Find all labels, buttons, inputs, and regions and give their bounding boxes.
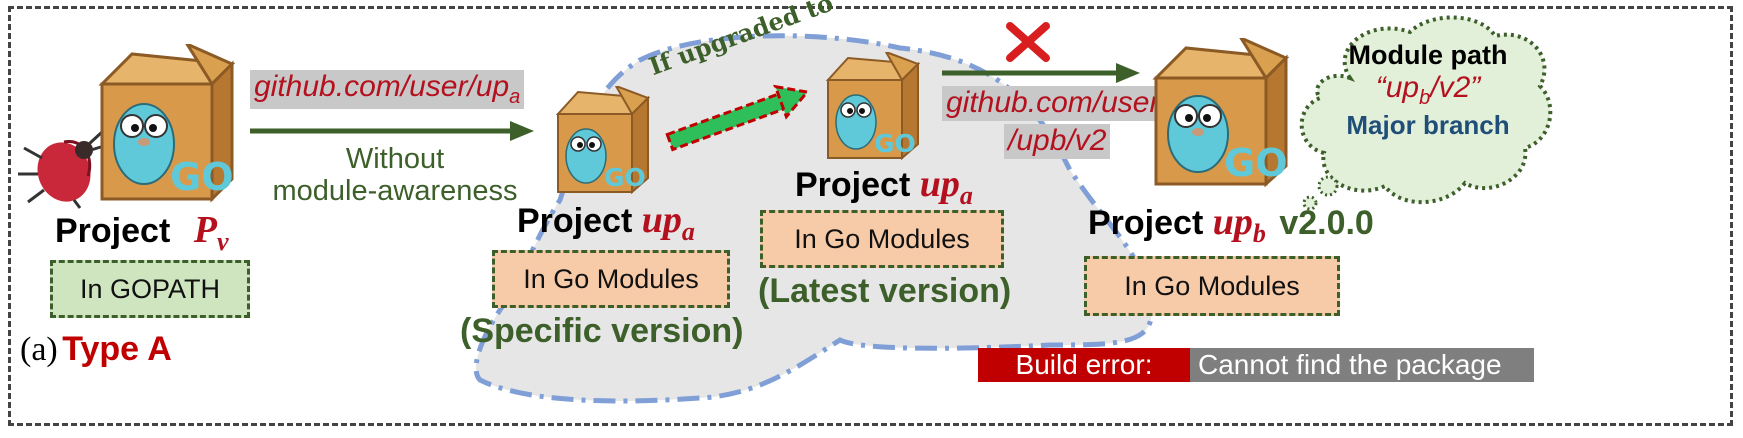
arrow1-link: github.com/user/upa <box>250 70 525 109</box>
go-package-icon-small: GO <box>825 52 921 161</box>
right-box-label: In Go Modules <box>1124 270 1300 301</box>
gopath-box-label: In GOPATH <box>79 273 221 304</box>
left-project-title: Project Pv <box>55 208 228 257</box>
cloud-footer: Major branch <box>1346 110 1510 140</box>
right-modules-box: In Go Modules <box>1084 256 1340 316</box>
cloud-path: “upb/v2” <box>1375 71 1481 109</box>
project-name: upa <box>641 199 695 246</box>
diagram-frame <box>8 6 1733 426</box>
project-prefix: Project <box>517 202 633 240</box>
middle2-project-title: Project upa <box>795 162 973 211</box>
middle1-modules-box: In Go Modules <box>492 250 730 308</box>
arrow1-line <box>250 121 534 141</box>
arrow2-link-line2: /upb/v2 <box>1004 124 1111 159</box>
caption: (a) Type A <box>20 330 172 369</box>
middle1-box-label: In Go Modules <box>523 263 699 294</box>
project-prefix: Project <box>55 212 171 250</box>
svg-text:GO: GO <box>874 129 916 158</box>
build-error-label: Build error: <box>978 348 1190 382</box>
project-name: upa <box>919 163 973 210</box>
go-package-icon: GO <box>98 44 236 203</box>
gopath-box: In GOPATH <box>50 260 250 318</box>
arrow1-note-line2: module-awareness <box>272 174 518 207</box>
right-project-title: Project upb v2.0.0 <box>1088 200 1374 249</box>
middle2-modules-box: In Go Modules <box>760 210 1004 268</box>
arrow1-note: Without module-awareness <box>250 143 540 208</box>
project-name: Pv <box>193 209 229 256</box>
build-error-message: Cannot find the package <box>1190 348 1534 382</box>
svg-text:GO: GO <box>1224 141 1288 185</box>
go-package-icon-small: GO <box>555 86 651 195</box>
build-error-bar: Build error: Cannot find the package <box>978 348 1534 382</box>
middle1-version: (Specific version) <box>460 312 744 350</box>
arrow1-note-line1: Without <box>345 143 445 175</box>
project-version: v2.0.0 <box>1279 204 1374 242</box>
middle2-box-label: In Go Modules <box>794 223 970 254</box>
cloud-content: Module path “upb/v2” Major branch <box>1318 40 1538 141</box>
cross-icon <box>1006 22 1050 62</box>
middle1-project-title: Project upa <box>517 198 695 247</box>
cloud-shape <box>1299 15 1553 211</box>
bug-icon <box>18 130 105 209</box>
svg-text:GO: GO <box>170 155 234 199</box>
arrow2-link-line1: github.com/user <box>942 86 1164 121</box>
middle2-version: (Latest version) <box>758 272 1012 310</box>
project-prefix: Project <box>795 166 911 204</box>
project-prefix: Project <box>1088 204 1204 242</box>
caption-type: Type A <box>62 330 172 368</box>
project-name: upb <box>1212 201 1266 248</box>
caption-prefix: (a) <box>20 331 58 368</box>
go-package-icon: GO <box>1152 38 1290 188</box>
arrow2-line <box>942 63 1140 83</box>
cloud-title: Module path <box>1348 40 1508 70</box>
upgrade-arrow <box>665 84 811 152</box>
svg-text:GO: GO <box>604 163 646 192</box>
